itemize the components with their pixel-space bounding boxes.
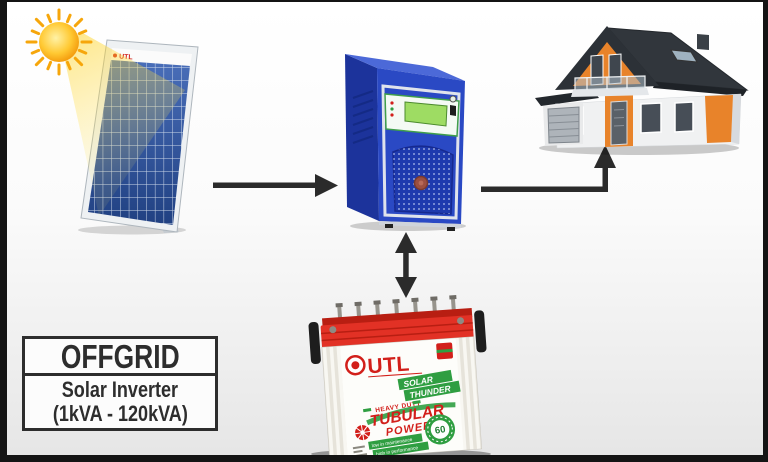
- tagline-strip: [372, 441, 430, 455]
- offgrid-title-box: OFFGRID: [22, 336, 218, 376]
- arrow-inverter-battery-bidirectional: [395, 232, 417, 298]
- house-window: [674, 101, 694, 133]
- house-door: [610, 100, 628, 146]
- arrow-panel-to-inverter: [213, 174, 338, 197]
- house-roof-window: [670, 49, 698, 63]
- house-wall-shade: [731, 94, 741, 144]
- offgrid-subtitle-line1: Solar Inverter: [61, 376, 179, 402]
- garage-door: [547, 106, 580, 144]
- starburst-icon: [353, 423, 372, 442]
- battery-handle-right: [474, 310, 487, 353]
- inverter-grille: [392, 145, 454, 215]
- scene-svg: UTL: [25, 8, 749, 455]
- house-orange-wall-right: [705, 95, 733, 143]
- battery: UTL SOLAR THUNDER HEAVY DUTY TUBULAR POW…: [308, 294, 487, 455]
- offgrid-subtitle-box: Solar Inverter (1kVA - 120kVA): [22, 376, 218, 431]
- model-text-line: [352, 445, 365, 450]
- house-gable-wall: [573, 42, 641, 86]
- inverter-side-vents: [352, 90, 374, 144]
- inverter-foot: [385, 224, 393, 228]
- house: [535, 26, 749, 155]
- tagline-2: high in performance: [376, 445, 419, 455]
- inverter-button: [450, 105, 456, 116]
- house-window: [640, 102, 662, 134]
- offgrid-subtitle-line2: (1kVA - 120kVA): [52, 401, 188, 426]
- sun-icon: [25, 8, 93, 76]
- sun-beam: [63, 32, 185, 216]
- battery-seal: [436, 342, 453, 360]
- inverter-display: [384, 93, 460, 137]
- inverter-lcd: [404, 101, 448, 127]
- arrow-inverter-to-house: [481, 145, 616, 192]
- solar-inverter: [345, 54, 466, 231]
- model-text-line: [354, 453, 368, 455]
- battery-rib-right: [455, 336, 482, 450]
- battery-handle-left: [308, 321, 321, 365]
- battery-rib-left: [322, 346, 348, 455]
- house-chimney: [697, 34, 709, 50]
- inverter-left-side: [345, 54, 379, 221]
- brand-underline: [368, 372, 423, 378]
- house-balcony: [571, 75, 649, 97]
- offgrid-label-box: OFFGRID Solar Inverter (1kVA - 120kVA): [22, 336, 218, 431]
- offgrid-title: OFFGRID: [60, 337, 180, 375]
- deco-bar: [412, 400, 421, 405]
- inverter-front-frame: [381, 84, 461, 220]
- model-text-line: [353, 449, 363, 454]
- warranty-number: 60: [434, 424, 446, 437]
- battery-warranty-badge: 60: [425, 414, 456, 445]
- house-garage: [543, 103, 583, 146]
- inverter-base: [379, 221, 461, 228]
- house-eave: [653, 82, 747, 96]
- deco-bar: [362, 407, 372, 413]
- tagline-strip: [368, 433, 423, 450]
- inverter-foot: [447, 227, 455, 231]
- inverter-top: [345, 54, 465, 81]
- inverter-indicator: [449, 95, 457, 103]
- battery-product-text: HEAVY DUTY TUBULAR POWER low in maintena…: [352, 400, 456, 455]
- utl-logo-dot: [351, 361, 360, 370]
- green-swoosh: [366, 402, 456, 426]
